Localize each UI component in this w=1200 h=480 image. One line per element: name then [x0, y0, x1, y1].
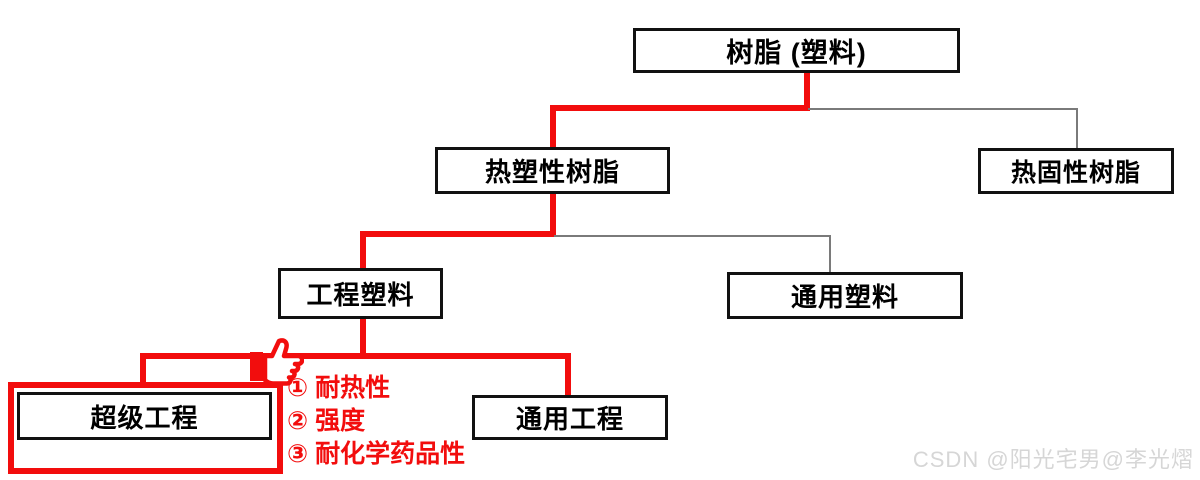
watermark: CSDN @阳光宅男@李光熠	[912, 447, 1194, 472]
connector-thermoset-horizontal	[808, 108, 1078, 110]
connector-general-engineering-drop	[565, 353, 571, 397]
node-engineering-plastics-label: 工程塑料	[306, 280, 415, 310]
connector-level2-horizontal	[360, 231, 556, 237]
annotation-heat-resistance: ① 耐热性	[287, 374, 391, 402]
connector-thermoset-drop	[1076, 108, 1078, 150]
node-general-engineering: 通用工程	[472, 395, 668, 440]
connector-thermoplastic-drop	[550, 105, 556, 149]
connector-root-drop	[804, 73, 810, 111]
connector-thermoplastic-out	[550, 192, 556, 237]
node-thermoset: 热固性树脂	[978, 148, 1174, 194]
node-root: 树脂 (塑料)	[633, 28, 960, 73]
connector-level1-horizontal	[550, 105, 810, 111]
highlight-annotations: ① 耐热性 ② 强度 ③ 耐化学药品性	[287, 372, 465, 471]
node-super-engineering: 超级工程	[17, 392, 272, 440]
connector-super-engineering-drop	[140, 353, 146, 385]
node-engineering-plastics: 工程塑料	[278, 268, 443, 319]
node-root-label: 树脂 (塑料)	[726, 38, 867, 68]
node-thermoplastic: 热塑性树脂	[435, 147, 670, 194]
connector-general-plastics-drop	[829, 235, 831, 273]
node-thermoplastic-label: 热塑性树脂	[484, 157, 620, 187]
annotation-strength: ② 强度	[287, 407, 366, 435]
node-thermoset-label: 热固性树脂	[1010, 159, 1141, 187]
node-general-plastics: 通用塑料	[727, 272, 963, 319]
connector-general-plastics-horizontal	[554, 235, 831, 237]
node-general-engineering-label: 通用工程	[515, 404, 624, 434]
node-general-plastics-label: 通用塑料	[790, 282, 899, 312]
connector-engineering-drop	[360, 231, 366, 270]
connector-level3-horizontal	[140, 353, 571, 359]
node-super-engineering-label: 超级工程	[90, 402, 199, 433]
connector-engineering-out	[360, 317, 366, 359]
annotation-chemical-resistance: ③ 耐化学药品性	[287, 440, 466, 468]
thumbs-up-icon	[248, 333, 305, 387]
